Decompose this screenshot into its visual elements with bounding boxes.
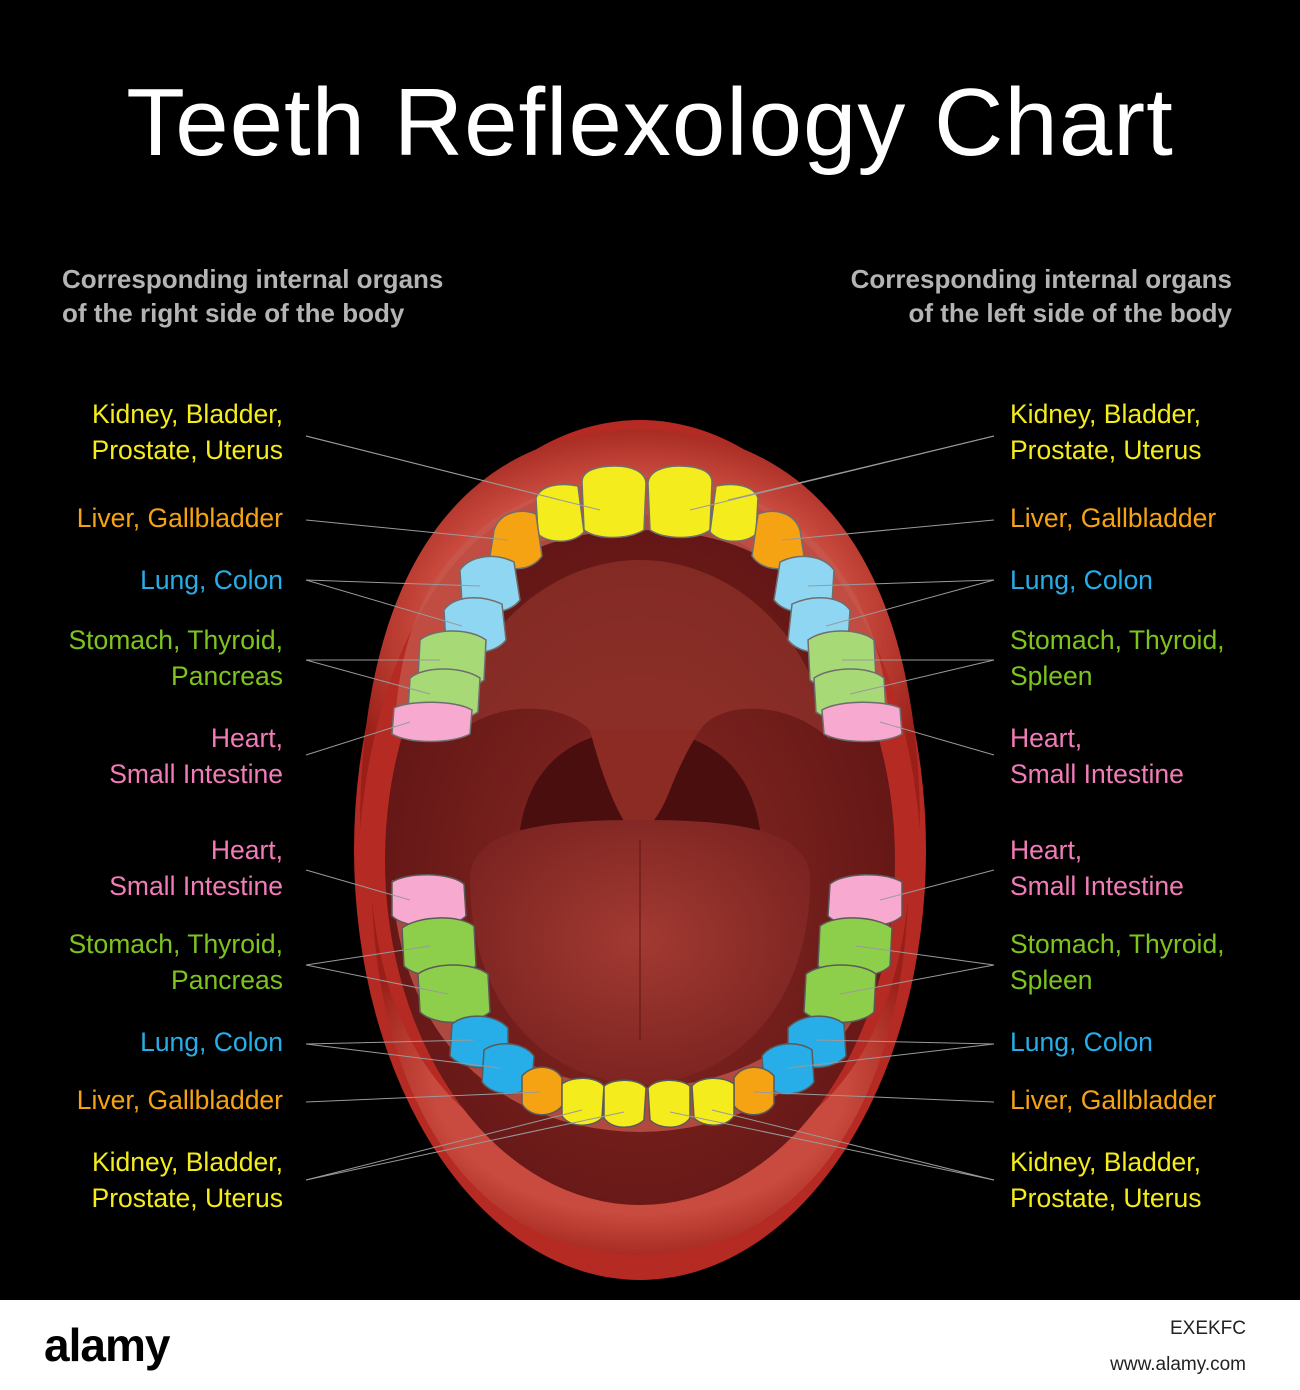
label-right-heart-upper: Heart, Small Intestine [109,720,283,792]
label-line: Lung, Colon [140,565,283,595]
label-line: Heart, [210,835,283,865]
lower-teeth [391,874,903,1128]
label-line: Heart, [1010,835,1083,865]
label-line: Kidney, Bladder, [91,1147,283,1177]
tooth-lower-incisor-r1 [603,1079,647,1128]
label-line: Stomach, Thyroid, [1010,929,1225,959]
label-line: Prostate, Uterus [91,1183,283,1213]
tooth-upper-wisdom-r [391,701,473,743]
tooth-upper-lateral-r [535,483,585,542]
heading-left-line-1: Corresponding internal organs [850,264,1232,294]
watermark-url: www.alamy.com [1110,1354,1246,1375]
tooth-upper-incisor-2 [647,465,713,539]
label-line: Liver, Gallbladder [76,503,283,533]
label-line: Kidney, Bladder, [1010,1147,1202,1177]
label-right-stomach-upper: Stomach, Thyroid, Pancreas [68,622,283,694]
label-line: Liver, Gallbladder [76,1085,283,1115]
label-left-liver-lower: Liver, Gallbladder [1010,1082,1216,1118]
heading-right-line-2: of the right side of the body [62,298,405,328]
label-right-liver-lower: Liver, Gallbladder [77,1082,283,1118]
label-line: Pancreas [171,965,283,995]
label-line: Lung, Colon [1010,1027,1153,1057]
tooth-upper-lateral-l [709,483,759,542]
tooth-upper-incisor-1 [581,465,647,539]
label-right-lung-lower: Lung, Colon [140,1024,283,1060]
mouth-diagram [305,420,995,1280]
label-left-heart-lower: Heart, Small Intestine [1010,832,1184,904]
label-left-liver-upper: Liver, Gallbladder [1010,500,1216,536]
label-right-heart-lower: Heart, Small Intestine [109,832,283,904]
label-right-stomach-lower: Stomach, Thyroid, Pancreas [68,926,283,998]
chart-title: Teeth Reflexology Chart [126,69,1174,176]
label-left-stomach-lower: Stomach, Thyroid, Spleen [1010,926,1225,998]
label-line: Lung, Colon [140,1027,283,1057]
chart-area: Teeth Reflexology Chart Corresponding in… [62,69,1232,1280]
label-line: Small Intestine [1010,871,1184,901]
label-right-liver-upper: Liver, Gallbladder [77,500,283,536]
tooth-lower-incisor-r2 [561,1077,605,1126]
leader-lines [305,435,995,1181]
heading-right-line-1: Corresponding internal organs [62,264,444,294]
label-line: Stomach, Thyroid, [1010,625,1225,655]
uvula [590,730,700,831]
tooth-lower-canine-l [733,1066,775,1116]
label-line: Heart, [210,723,283,753]
label-line: Small Intestine [109,871,283,901]
label-right-lung-upper: Lung, Colon [140,562,283,598]
label-left-lung-lower: Lung, Colon [1010,1024,1153,1060]
label-line: Spleen [1010,965,1093,995]
label-line: Prostate, Uterus [1010,435,1202,465]
label-line: Prostate, Uterus [1010,1183,1202,1213]
heading-left-line-2: of the left side of the body [908,298,1232,328]
label-line: Small Intestine [109,759,283,789]
label-line: Stomach, Thyroid, [68,929,283,959]
label-line: Pancreas [171,661,283,691]
label-left-kidney-upper: Kidney, Bladder, Prostate, Uterus [1010,396,1201,468]
label-line: Liver, Gallbladder [1010,503,1217,533]
lower-lip [372,900,908,1255]
watermark-bar: alamy EXEKFC www.alamy.com [0,1300,1300,1390]
tooth-lower-molar-r1 [401,917,477,978]
label-right-kidney-lower: Kidney, Bladder, Prostate, Uterus [92,1144,283,1216]
label-line: Kidney, Bladder, [1010,399,1202,429]
tooth-lower-molar-r2 [417,964,491,1024]
label-line: Liver, Gallbladder [1010,1085,1217,1115]
image-id: EXEKFC [1169,1318,1246,1339]
label-left-kidney-lower: Kidney, Bladder, Prostate, Uterus [1010,1144,1201,1216]
label-left-stomach-upper: Stomach, Thyroid, Spleen [1010,622,1225,694]
label-line: Kidney, Bladder, [91,399,283,429]
heading-left-side: Corresponding internal organs of the lef… [851,262,1232,330]
label-line: Heart, [1010,723,1083,753]
label-line: Small Intestine [1010,759,1184,789]
heading-right-side: Corresponding internal organs of the rig… [62,262,443,330]
palate [450,560,830,740]
tooth-lower-wisdom-r [391,874,467,928]
label-line: Lung, Colon [1010,565,1153,595]
tooth-lower-canine-r [521,1066,563,1116]
tooth-lower-incisor-l2 [691,1077,735,1126]
tooth-upper-wisdom-l [821,701,903,743]
label-right-kidney-upper: Kidney, Bladder, Prostate, Uterus [92,396,283,468]
label-line: Stomach, Thyroid, [68,625,283,655]
tooth-lower-incisor-l1 [647,1079,691,1128]
label-line: Spleen [1010,661,1093,691]
label-left-heart-upper: Heart, Small Intestine [1010,720,1184,792]
label-line: Prostate, Uterus [91,435,283,465]
label-left-lung-upper: Lung, Colon [1010,562,1153,598]
alamy-logo: alamy [44,1319,170,1371]
